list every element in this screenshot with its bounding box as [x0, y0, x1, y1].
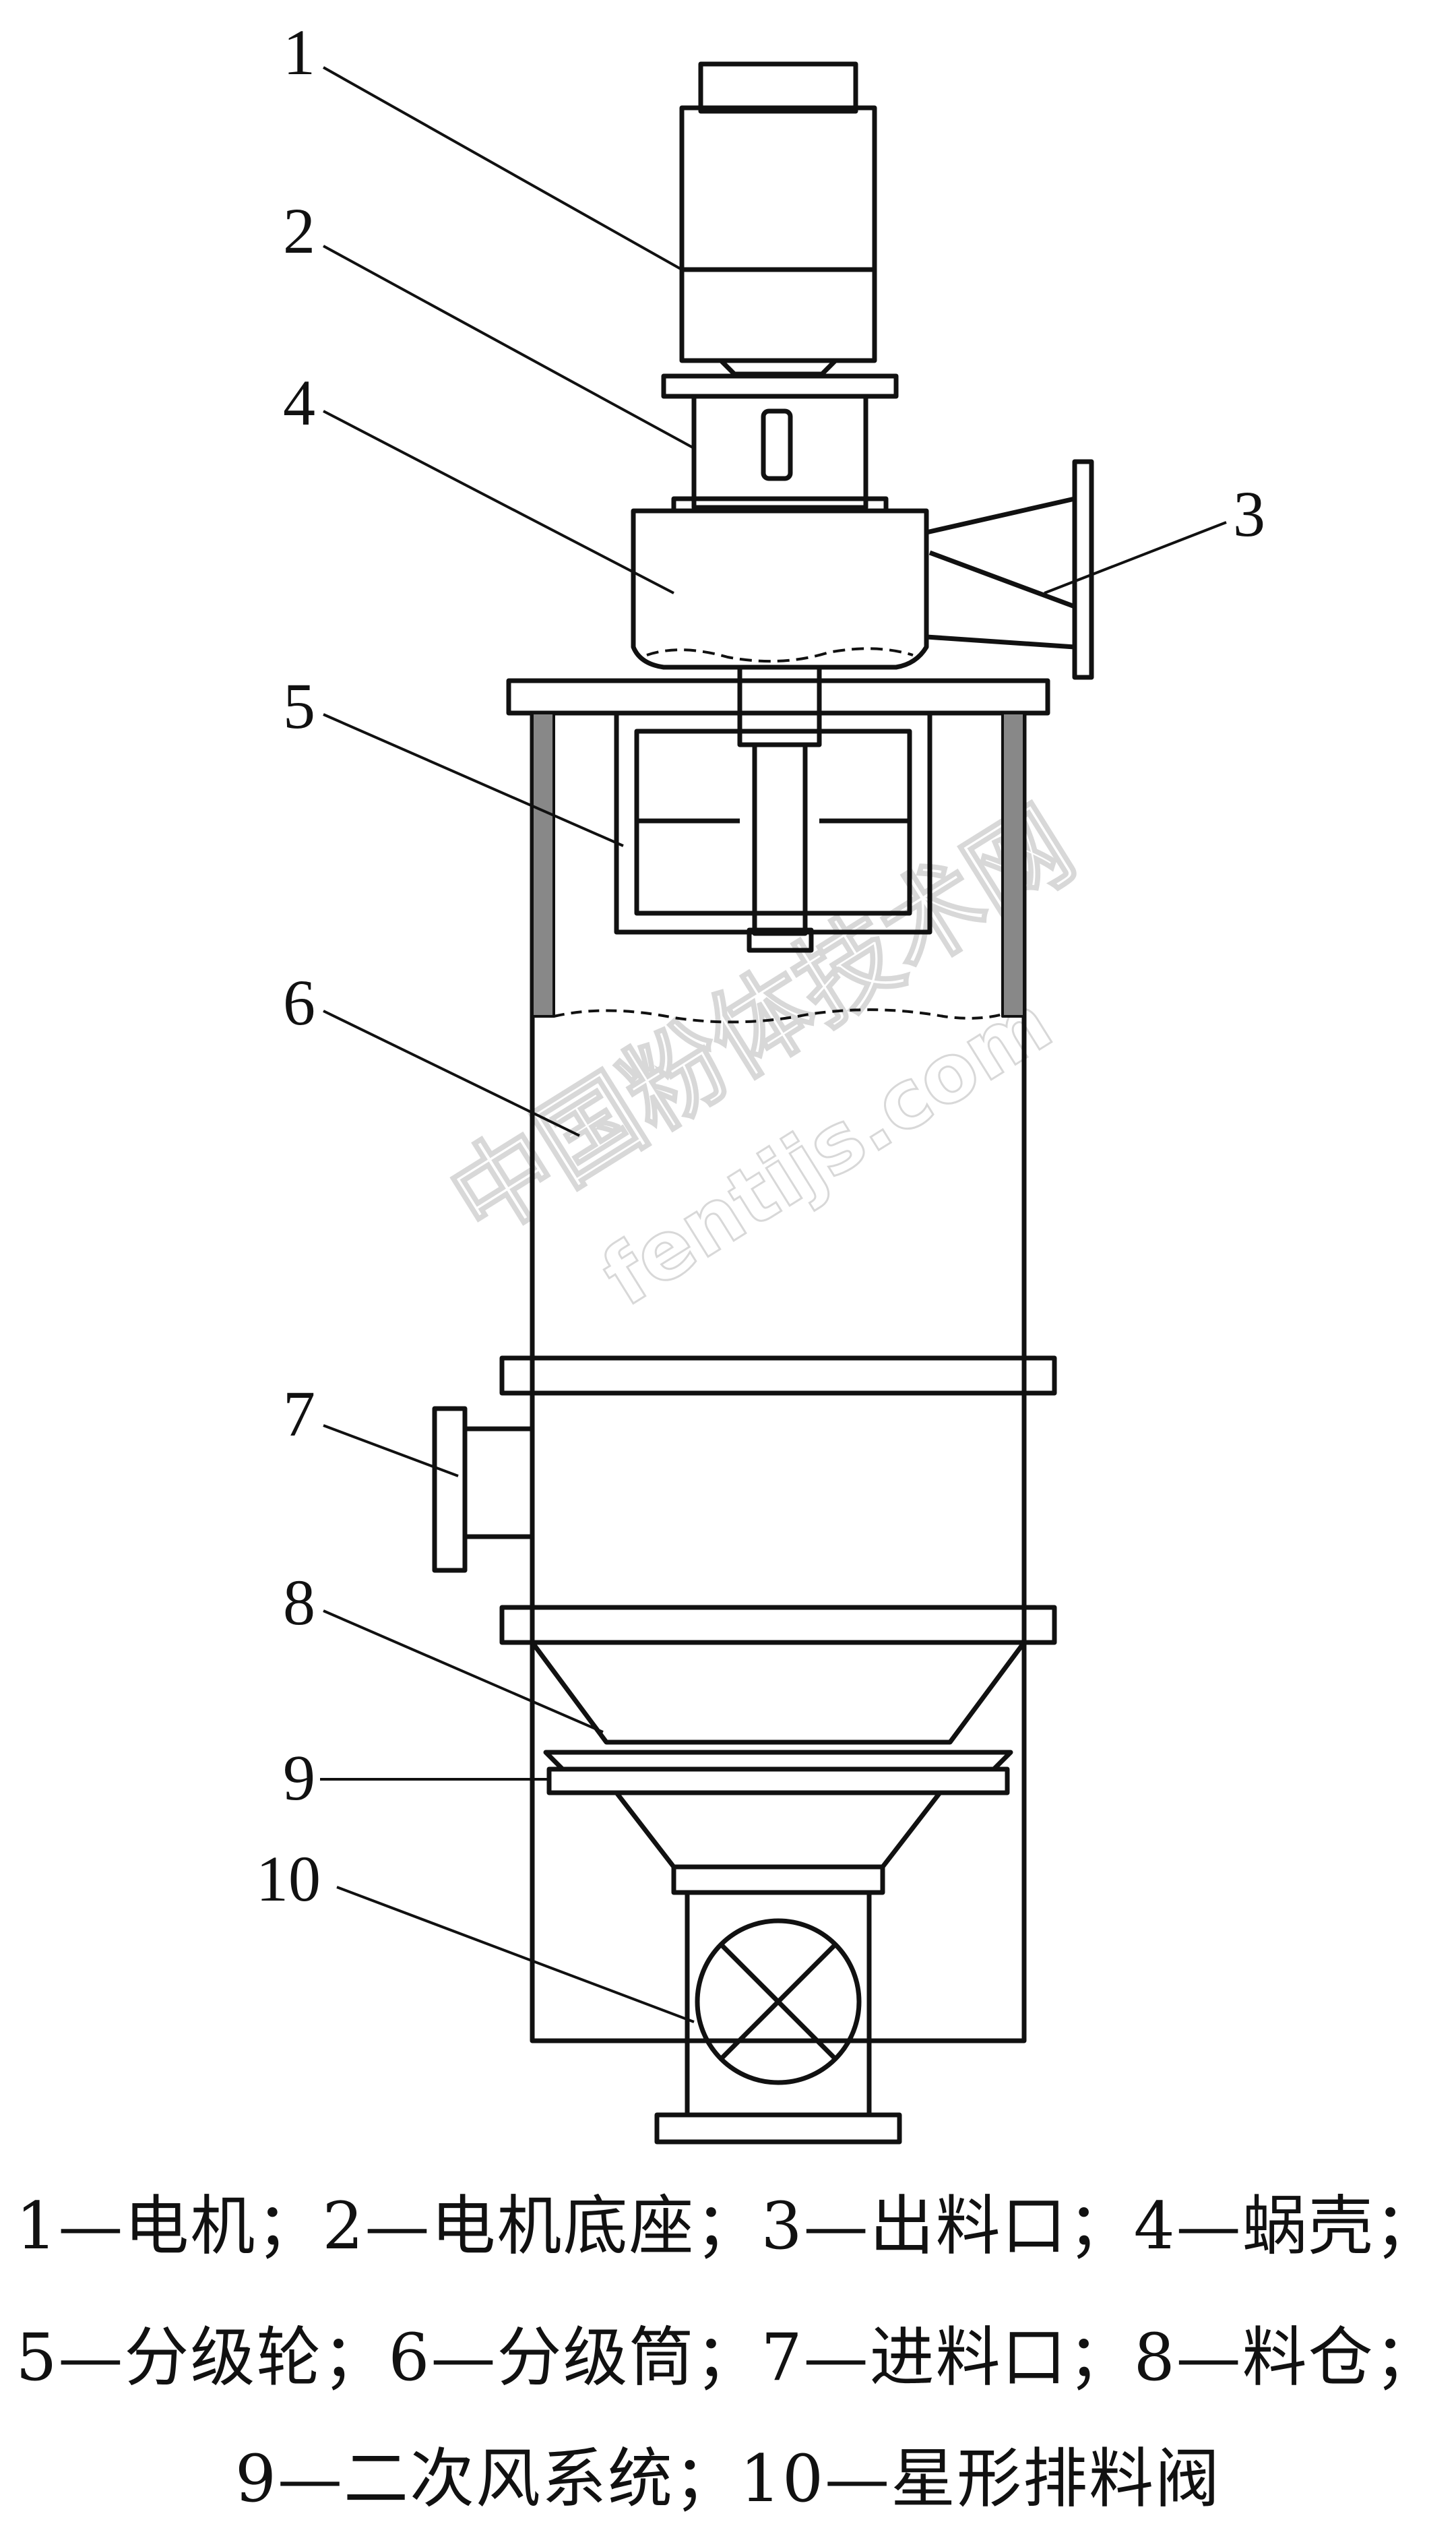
leader-lines — [320, 66, 1227, 2023]
callout-1: 1 — [283, 16, 315, 88]
motor-base — [661, 373, 899, 514]
shaft — [737, 665, 822, 953]
callout-8: 8 — [283, 1566, 315, 1638]
callout-10: 10 — [256, 1843, 321, 1915]
callout-6: 6 — [283, 966, 315, 1039]
volute — [631, 508, 929, 670]
legend-line-1: 1—电机；2—电机底座；3—出料口；4—蜗壳； — [15, 2188, 1441, 2264]
callout-3: 3 — [1233, 478, 1265, 550]
callout-7: 7 — [283, 1378, 315, 1450]
rotary-valve — [654, 1890, 902, 2145]
legend-line-3: 9—二次风系统；10—星形排料阀 — [234, 2441, 1222, 2517]
callout-2: 2 — [283, 195, 315, 267]
feed-inlet — [432, 1406, 535, 1573]
callout-9: 9 — [283, 1742, 315, 1814]
outlet — [926, 459, 1094, 680]
hopper — [530, 1640, 1026, 1895]
motor — [679, 61, 877, 377]
secondary-air-flange — [543, 1750, 1013, 1795]
classifier-cylinder — [530, 710, 1027, 2043]
top-flange — [506, 678, 1050, 716]
legend-line-2: 5—分级轮；6—分级筒；7—进料口；8—料仓； — [15, 2320, 1441, 2395]
callout-5: 5 — [283, 670, 315, 742]
mid-flange-lower — [499, 1605, 1057, 1645]
callout-4: 4 — [283, 367, 315, 439]
mid-flange-upper — [499, 1355, 1057, 1396]
